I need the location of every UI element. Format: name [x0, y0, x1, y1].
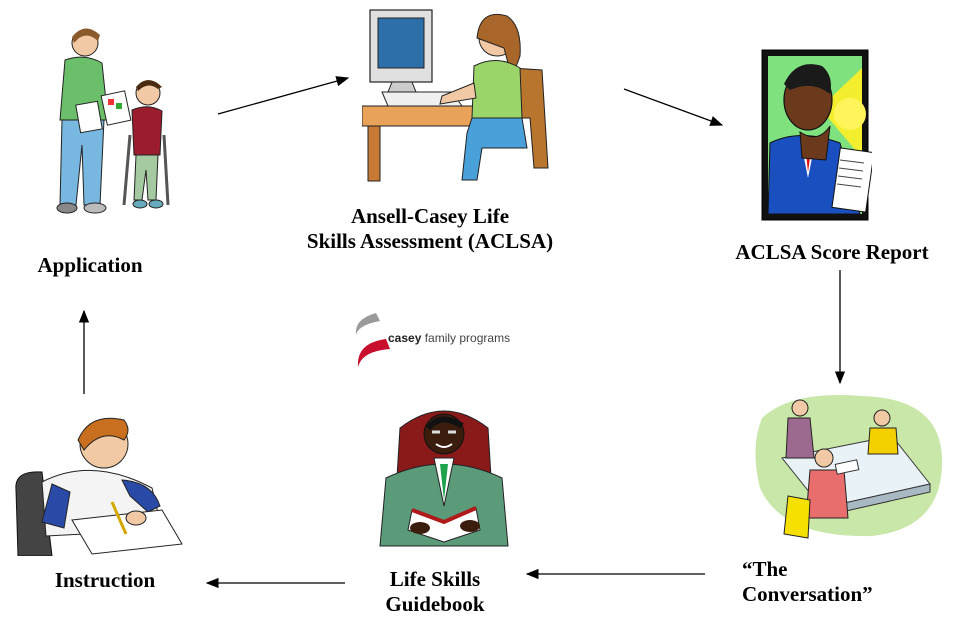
instruction-text: Instruction — [54, 568, 156, 592]
logo-rest: family programs — [421, 331, 511, 345]
guidebook-line1: Life Skills — [389, 567, 481, 591]
family-clipart-icon — [56, 28, 170, 214]
assessment-line1: Ansell-Casey Life — [350, 204, 510, 228]
conversation-line1: “The — [742, 557, 788, 581]
conversation-line2: Conversation” — [742, 582, 873, 606]
label-conversation: “The Conversation” — [742, 557, 922, 607]
casey-swoosh-icon — [355, 313, 390, 367]
label-score-report: ACLSA Score Report — [700, 240, 964, 265]
application-text: Application — [37, 253, 143, 277]
reading-man-icon — [379, 410, 509, 547]
computer-user-icon — [362, 9, 549, 182]
label-application: Application — [20, 253, 160, 278]
score-report-text: ACLSA Score Report — [735, 240, 929, 264]
meeting-table-icon — [755, 394, 943, 539]
logo-brand: casey — [388, 331, 422, 345]
arrow-application-to-assessment — [217, 76, 350, 115]
logo-text: casey family programs — [388, 331, 510, 345]
guidebook-line2: Guidebook — [385, 592, 485, 616]
label-guidebook: Life Skills Guidebook — [360, 567, 510, 617]
arrow-assessment-to-report — [623, 88, 724, 126]
casey-logo: casey family programs — [346, 305, 544, 377]
thinking-man-icon — [761, 49, 872, 221]
label-instruction: Instruction — [30, 568, 180, 593]
assessment-line2: Skills Assessment (ACLSA) — [306, 229, 554, 253]
label-assessment: Ansell-Casey Life Skills Assessment (ACL… — [280, 204, 580, 254]
writing-boy-icon — [15, 417, 183, 556]
